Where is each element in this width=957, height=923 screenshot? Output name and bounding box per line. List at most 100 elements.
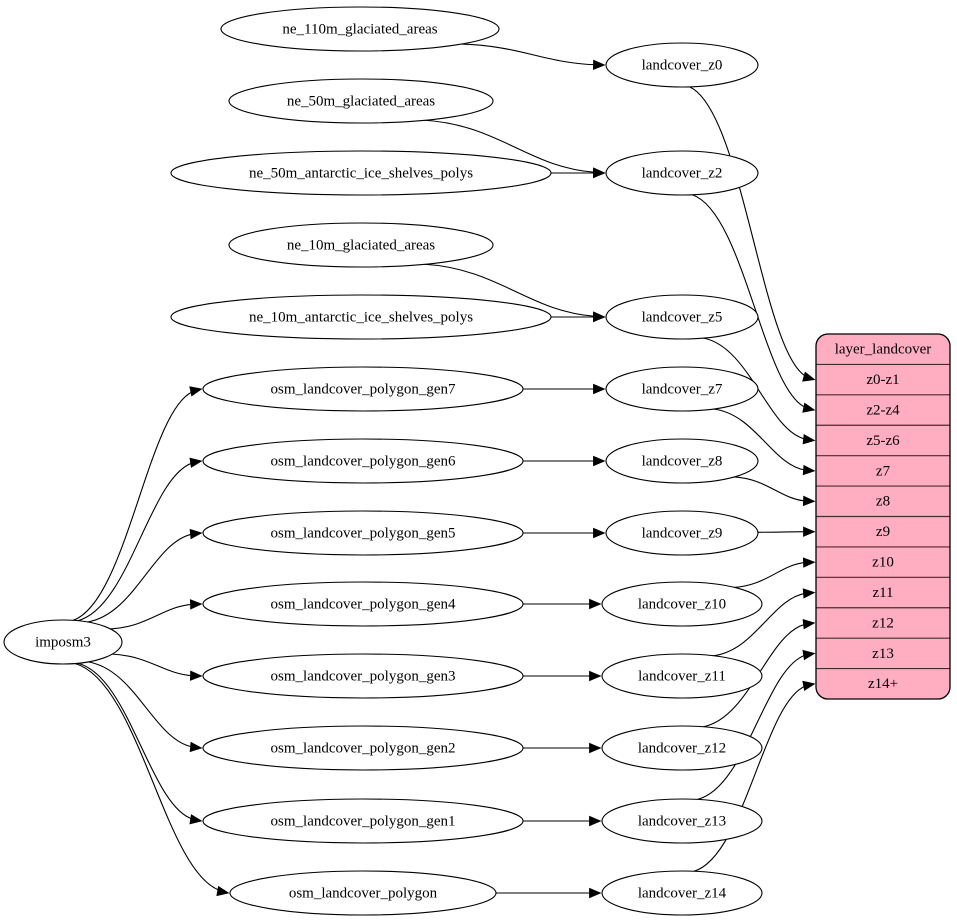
node-label: osm_landcover_polygon (289, 885, 438, 901)
table-row[interactable]: z5-z6 (866, 433, 900, 449)
node-shape (605, 510, 759, 556)
edge-arrowhead (802, 557, 816, 568)
node-label: imposm3 (35, 634, 91, 650)
node-shape (601, 653, 763, 699)
table-row-label: z0-z1 (866, 372, 899, 388)
node-label: landcover_z12 (638, 740, 726, 756)
table-row-label: z12 (872, 615, 894, 631)
graph-node-landcover_z2[interactable]: landcover_z2 (605, 150, 759, 196)
graph-node-osm_landcover_polygon_gen6[interactable]: osm_landcover_polygon_gen6 (202, 438, 524, 484)
graph-node-landcover_z11[interactable]: landcover_z11 (601, 653, 763, 699)
node-label: ne_10m_glaciated_areas (287, 237, 435, 253)
graph-node-osm_landcover_polygon_gen2[interactable]: osm_landcover_polygon_gen2 (202, 725, 524, 771)
graph-node-landcover_z5[interactable]: landcover_z5 (605, 294, 759, 340)
graph-node-osm_landcover_polygon_gen4[interactable]: osm_landcover_polygon_gen4 (202, 581, 524, 627)
edge-imposm3-to-osm_landcover_polygon_gen5 (86, 533, 193, 623)
node-label: landcover_z13 (638, 813, 726, 829)
node-shape (601, 870, 763, 916)
table-row[interactable]: z8 (876, 494, 890, 510)
edge-landcover_z2-to-layer_landcover-z2-z4 (692, 194, 806, 408)
table-row[interactable]: z13 (872, 646, 894, 662)
graph-node-landcover_z8[interactable]: landcover_z8 (605, 438, 759, 484)
graph-node-landcover_z0[interactable]: landcover_z0 (605, 42, 759, 88)
edge-arrowhead (589, 815, 602, 827)
node-label: landcover_z11 (638, 668, 726, 684)
graph-node-osm_landcover_polygon[interactable]: osm_landcover_polygon (229, 870, 497, 916)
edge-arrowhead (593, 59, 606, 71)
node-label: landcover_z7 (642, 381, 723, 397)
node-label: ne_10m_antarctic_ice_shelves_polys (249, 309, 473, 325)
table-row-label: z11 (872, 585, 893, 601)
table-row[interactable]: z7 (876, 463, 891, 479)
table-row[interactable]: z2-z4 (866, 402, 900, 418)
graph-node-ne_10m_glaciated_areas[interactable]: ne_10m_glaciated_areas (228, 222, 494, 268)
table-row-label: z5-z6 (866, 433, 900, 449)
graph-node-osm_landcover_polygon_gen3[interactable]: osm_landcover_polygon_gen3 (202, 653, 524, 699)
edge-arrowhead (593, 527, 606, 539)
graph-node-ne_50m_antarctic_ice_shelves_polys[interactable]: ne_50m_antarctic_ice_shelves_polys (170, 150, 552, 196)
edge-ne_10m_glaciated_areas-to-landcover_z5 (422, 263, 596, 317)
node-label: landcover_z10 (638, 596, 726, 612)
graph-node-landcover_z13[interactable]: landcover_z13 (601, 798, 763, 844)
table-row-label: z7 (876, 463, 891, 479)
edge-imposm3-to-osm_landcover_polygon_gen6 (77, 462, 193, 622)
edge-arrowhead (803, 526, 816, 537)
edge-arrowhead (593, 167, 606, 179)
node-label: landcover_z14 (638, 885, 727, 901)
edge-imposm3-to-osm_landcover_polygon_gen1 (77, 662, 193, 820)
graph-node-landcover_z12[interactable]: landcover_z12 (601, 725, 763, 771)
table-row[interactable]: z12 (872, 615, 894, 631)
edge-arrowhead (589, 887, 602, 899)
node-shape (605, 150, 759, 196)
edge-arrowhead (189, 670, 203, 681)
node-label: osm_landcover_polygon_gen1 (271, 813, 456, 829)
table-row[interactable]: z11 (872, 585, 893, 601)
layer-landcover-table[interactable]: layer_landcover z0-z1 z2-z4 z5-z6 z7 z8 z9 z10 z… (815, 333, 951, 700)
graph-node-ne_50m_glaciated_areas[interactable]: ne_50m_glaciated_areas (228, 78, 494, 124)
node-shape (605, 366, 759, 412)
graph-node-osm_landcover_polygon_gen5[interactable]: osm_landcover_polygon_gen5 (202, 510, 524, 556)
edge-arrowhead (189, 741, 203, 753)
table-row[interactable]: z9 (876, 524, 890, 540)
table-row-label: z10 (872, 555, 894, 571)
node-shape (229, 870, 497, 916)
edge-landcover_z13-to-layer_landcover-z13 (697, 654, 806, 801)
node-shape (601, 798, 763, 844)
node-shape (202, 438, 524, 484)
edge-layer (72, 43, 816, 899)
graph-node-ne_110m_glaciated_areas[interactable]: ne_110m_glaciated_areas (220, 6, 500, 52)
graph-node-landcover_z9[interactable]: landcover_z9 (605, 510, 759, 556)
node-label: osm_landcover_polygon_gen2 (271, 740, 456, 756)
graph-node-landcover_z10[interactable]: landcover_z10 (601, 581, 763, 627)
edge-landcover_z7-to-layer_landcover-z7 (712, 408, 806, 471)
edge-imposm3-to-osm_landcover_polygon_gen7 (72, 391, 193, 621)
graph-node-ne_10m_antarctic_ice_shelves_polys[interactable]: ne_10m_antarctic_ice_shelves_polys (170, 294, 552, 340)
edge-arrowhead (189, 814, 203, 825)
graph-node-osm_landcover_polygon_gen1[interactable]: osm_landcover_polygon_gen1 (202, 798, 524, 844)
node-shape (170, 150, 552, 196)
edge-arrowhead (189, 386, 203, 397)
edge-arrowhead (589, 742, 602, 754)
graph-node-landcover_z14[interactable]: landcover_z14 (601, 870, 763, 916)
table-row[interactable]: z0-z1 (866, 372, 899, 388)
node-shape (3, 619, 123, 665)
table-row-label: z14+ (868, 676, 898, 692)
table-row[interactable]: z14+ (868, 676, 898, 692)
graph-node-osm_landcover_polygon_gen7[interactable]: osm_landcover_polygon_gen7 (202, 366, 524, 412)
edge-arrowhead (593, 383, 606, 395)
table-outline (815, 333, 951, 700)
node-label: landcover_z8 (642, 453, 723, 469)
node-label: osm_landcover_polygon_gen3 (271, 668, 456, 684)
node-shape (601, 581, 763, 627)
edge-arrowhead (216, 885, 230, 897)
edge-landcover_z9-to-layer_landcover-z9 (757, 531, 806, 533)
table-header-label: layer_landcover (835, 342, 932, 358)
node-shape (202, 653, 524, 699)
table-row[interactable]: z10 (872, 555, 894, 571)
edge-arrowhead (189, 528, 203, 540)
graph-node-imposm3[interactable]: imposm3 (3, 619, 123, 665)
node-shape (202, 798, 524, 844)
graph-node-landcover_z7[interactable]: landcover_z7 (605, 366, 759, 412)
edge-arrowhead (589, 670, 602, 682)
